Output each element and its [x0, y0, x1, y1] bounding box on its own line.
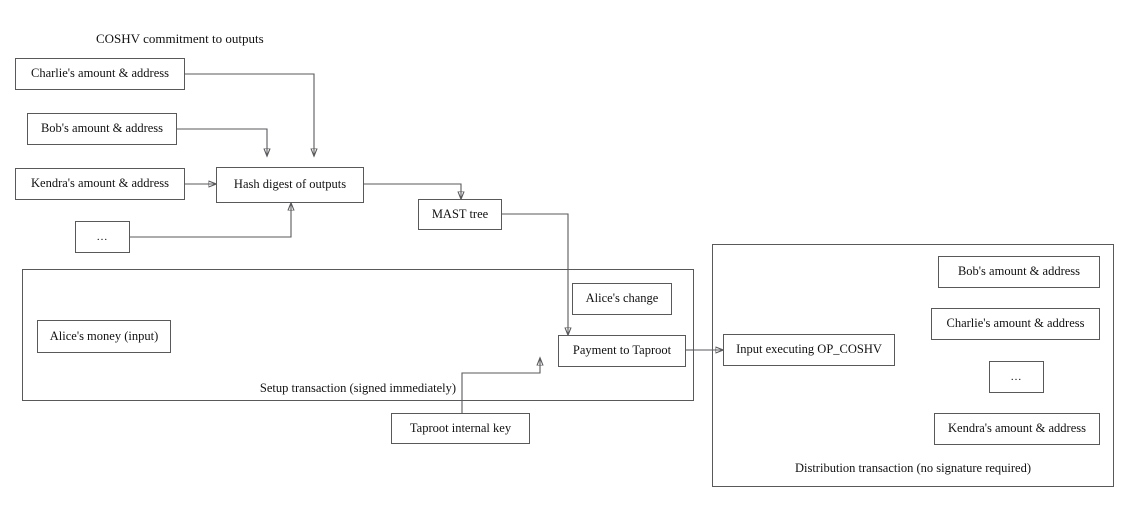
hash-digest-of-outputs-box: Hash digest of outputs [216, 167, 364, 203]
diagram-title: COSHV commitment to outputs [96, 31, 264, 46]
taproot-internal-key-label: Taproot internal key [409, 420, 512, 435]
input-executing-op-coshv-label: Input executing OP_COSHV [736, 342, 882, 357]
wire-charlie-to-hash [185, 73, 314, 156]
kendra-amount-address-box: Kendra's amount & address [15, 168, 185, 200]
more-inputs-ellipsis-box: ... [75, 221, 130, 253]
dist-bob-amount-address-label: Bob's amount & address [957, 264, 1081, 279]
wire-ellipsis-to-hash [130, 203, 291, 238]
dist-more-outputs-ellipsis-box: ... [989, 361, 1044, 393]
bob-amount-address-box: Bob's amount & address [27, 113, 177, 145]
dist-charlie-amount-address-box: Charlie's amount & address [931, 308, 1100, 340]
dist-kendra-amount-address-box: Kendra's amount & address [934, 413, 1100, 445]
alices-change-box: Alice's change [572, 283, 672, 315]
kendra-amount-address-label: Kendra's amount & address [31, 176, 169, 191]
dist-more-outputs-ellipsis-label: ... [1010, 370, 1023, 383]
more-inputs-ellipsis-label: ... [96, 230, 109, 243]
mast-tree-box: MAST tree [418, 199, 502, 230]
payment-to-taproot-label: Payment to Taproot [572, 343, 672, 358]
taproot-internal-key-box: Taproot internal key [391, 413, 530, 444]
alices-money-input-label: Alice's money (input) [49, 328, 159, 343]
payment-to-taproot-box: Payment to Taproot [558, 335, 686, 367]
bob-amount-address-label: Bob's amount & address [40, 121, 164, 136]
alices-change-label: Alice's change [585, 291, 659, 306]
input-executing-op-coshv-box: Input executing OP_COSHV [723, 334, 895, 366]
dist-bob-amount-address-box: Bob's amount & address [938, 256, 1100, 288]
wire-bob-to-hash [177, 128, 267, 156]
mast-tree-label: MAST tree [431, 206, 489, 221]
setup-transaction-label: Setup transaction (signed immediately) [259, 381, 457, 395]
dist-charlie-amount-address-label: Charlie's amount & address [946, 316, 1085, 331]
wire-hash-to-mast [364, 183, 461, 199]
distribution-transaction-label: Distribution transaction (no signature r… [794, 461, 1032, 475]
charlie-amount-address-label: Charlie's amount & address [31, 66, 169, 81]
hash-digest-of-outputs-label: Hash digest of outputs [233, 177, 347, 192]
alices-money-input-box: Alice's money (input) [37, 320, 171, 353]
dist-kendra-amount-address-label: Kendra's amount & address [948, 421, 1086, 436]
charlie-amount-address-box: Charlie's amount & address [15, 58, 185, 90]
